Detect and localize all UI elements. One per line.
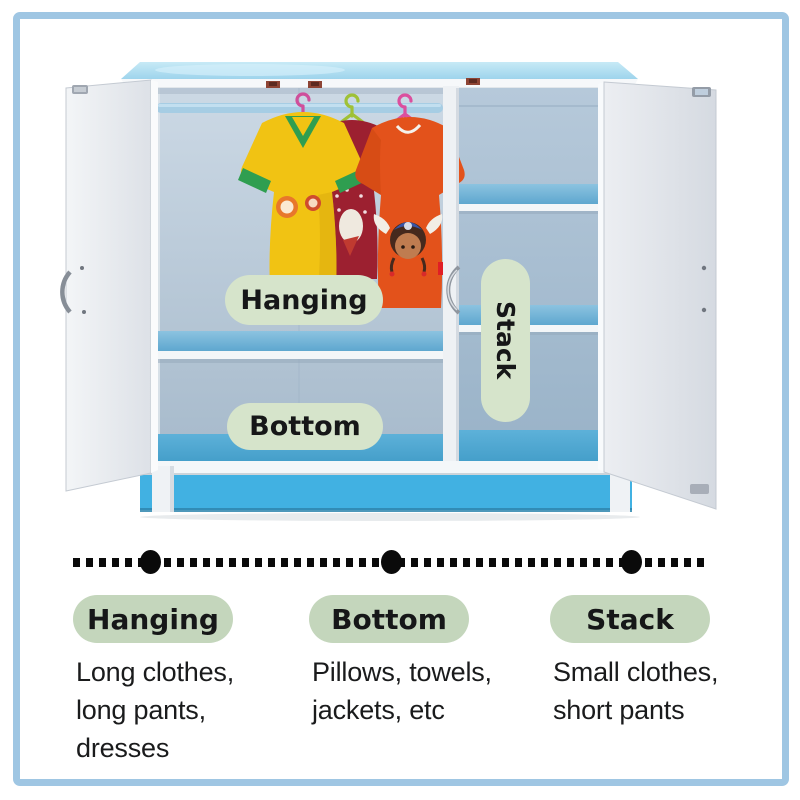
legend-pill-bottom: Bottom [309, 595, 469, 643]
legend-item-bottom: Bottom Pillows, towels, jackets, etc [309, 595, 547, 729]
legend-desc-stack: Small clothes, short pants [550, 653, 788, 729]
hanging-shelf [152, 331, 443, 363]
legend-desc-line: Long clothes, [76, 657, 235, 687]
legend-desc-hanging: Long clothes, long pants, dresses [73, 653, 311, 767]
legend-pill-hanging: Hanging [73, 595, 233, 643]
legend-desc-bottom: Pillows, towels, jackets, etc [309, 653, 547, 729]
legend-item-hanging: Hanging Long clothes, long pants, dresse… [73, 595, 311, 767]
legend-desc-line: jackets, etc [312, 695, 445, 725]
divider-dot-hanging [140, 550, 161, 574]
legend-item-stack: Stack Small clothes, short pants [550, 595, 788, 729]
plinth [140, 475, 632, 510]
photo-label-bottom: Bottom [227, 403, 383, 450]
divider-dot-bottom [381, 550, 402, 574]
shirt-orange [355, 93, 465, 308]
legend-pill-hanging-text: Hanging [87, 602, 219, 636]
top-hinge-marks [266, 78, 480, 88]
photo-label-hanging: Hanging [225, 275, 383, 325]
photo-label-stack: Stack [481, 259, 530, 422]
cabinet-base [134, 461, 640, 521]
legend-desc-line: Pillows, towels, [312, 657, 492, 687]
legend-desc-line: Small clothes, [553, 657, 719, 687]
stack-shelf-upper [459, 184, 602, 214]
photo-label-bottom-text: Bottom [249, 411, 361, 442]
right-door [598, 81, 717, 510]
left-foot [152, 466, 174, 512]
cabinet-top-panel [121, 62, 638, 89]
legend-pill-bottom-text: Bottom [331, 602, 447, 636]
photo-label-stack-text: Stack [491, 301, 520, 380]
legend-desc-line: short pants [553, 695, 685, 725]
legend-desc-line: long pants, [76, 695, 206, 725]
divider-dot-stack [621, 550, 642, 574]
left-door-handle-icon [60, 270, 72, 314]
center-divider [443, 86, 461, 474]
legend-pill-stack: Stack [550, 595, 710, 643]
stack-floor [459, 430, 602, 461]
stack-section [459, 88, 602, 461]
left-door [60, 79, 158, 492]
legend-pill-stack-text: Stack [586, 602, 674, 636]
legend-desc-line: dresses [76, 733, 170, 763]
photo-label-hanging-text: Hanging [240, 284, 368, 316]
